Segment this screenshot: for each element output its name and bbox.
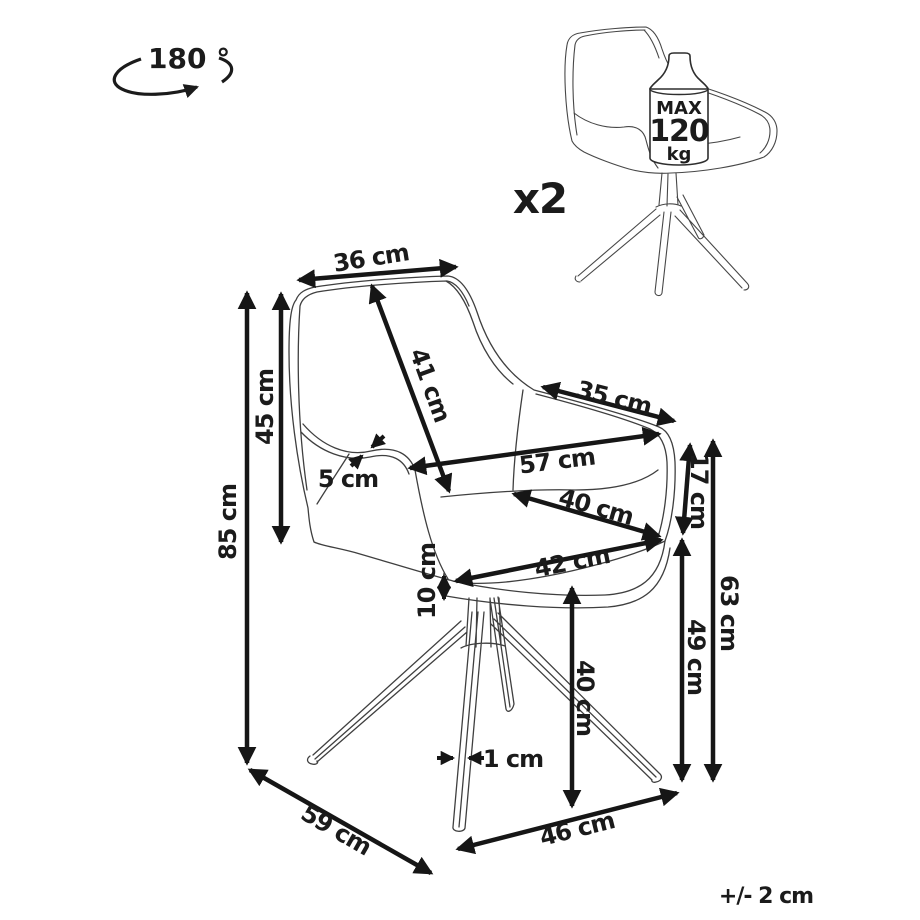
- rotation-180-icon: 180 °: [112, 42, 234, 99]
- dim-base-width-arrow: [455, 787, 680, 855]
- dim-armrest-thickness-arrow-lower: [348, 454, 364, 470]
- dim-seat-rear-height-label: 49 cm: [682, 619, 710, 695]
- dim-armrest-drop-arrow: [674, 442, 699, 536]
- dim-armrest-floor-height-label: 63 cm: [715, 575, 743, 651]
- dim-seat-depth-arrow: [511, 489, 662, 541]
- dim-armrest-length-label: 35 cm: [574, 375, 655, 421]
- dimension-arrows: [237, 258, 723, 875]
- max-weight-badge: MAX 120 kg: [649, 52, 710, 166]
- dim-backrest-height-label: 45 cm: [251, 369, 279, 445]
- dim-armrest-length-arrow: [540, 381, 677, 427]
- weight-max-text: MAX: [656, 98, 702, 119]
- main-chair-shell: [288, 275, 676, 585]
- small-chair-illustration: [564, 26, 778, 297]
- dim-seat-width-label: 42 cm: [532, 541, 612, 583]
- dim-base-depth-arrow: [247, 768, 434, 875]
- dim-seat-rim-label: 10 cm: [413, 543, 441, 619]
- small-chair-seams: [572, 29, 771, 169]
- weight-unit-text: kg: [667, 144, 692, 165]
- weight-value-text: 120: [649, 114, 709, 149]
- dim-total-height-label: 85 cm: [214, 484, 242, 560]
- main-chair-base: [306, 596, 663, 832]
- dim-total-width-label: 57 cm: [518, 442, 597, 479]
- dim-seat-depth-label: 40 cm: [556, 483, 637, 531]
- dim-armrest-drop-label: 17 cm: [685, 453, 713, 529]
- dim-backrest-diagonal-label: 41 cm: [404, 345, 456, 426]
- weight-knob: [649, 52, 709, 90]
- dim-leg-thickness-label: 1 cm: [483, 745, 543, 773]
- dim-base-width-label: 46 cm: [537, 806, 618, 852]
- dim-armrest-thickness-arrow-upper: [370, 433, 386, 449]
- quantity-label: x2: [513, 174, 567, 223]
- rotation-arc-arrow: [112, 57, 199, 99]
- rotation-label: 180 °: [148, 42, 230, 75]
- rotation-arc-fragment: [218, 56, 234, 84]
- dim-base-depth-label: 59 cm: [296, 799, 376, 861]
- dim-seat-width-arrow: [453, 533, 664, 588]
- dim-seat-floor-height-label: 40 cm: [571, 660, 599, 736]
- dim-armrest-thickness-label: 5 cm: [318, 465, 378, 493]
- dim-total-width-arrow: [407, 426, 662, 476]
- dim-top-width-arrow: [296, 258, 459, 289]
- small-chair-shell: [564, 26, 778, 174]
- small-chair-legs: [574, 172, 750, 297]
- dimension-labels: 36 cm 41 cm 45 cm 85 cm 5 cm 35 cm 57 cm…: [214, 238, 743, 861]
- tolerance-label: +/- 2 cm: [719, 884, 813, 909]
